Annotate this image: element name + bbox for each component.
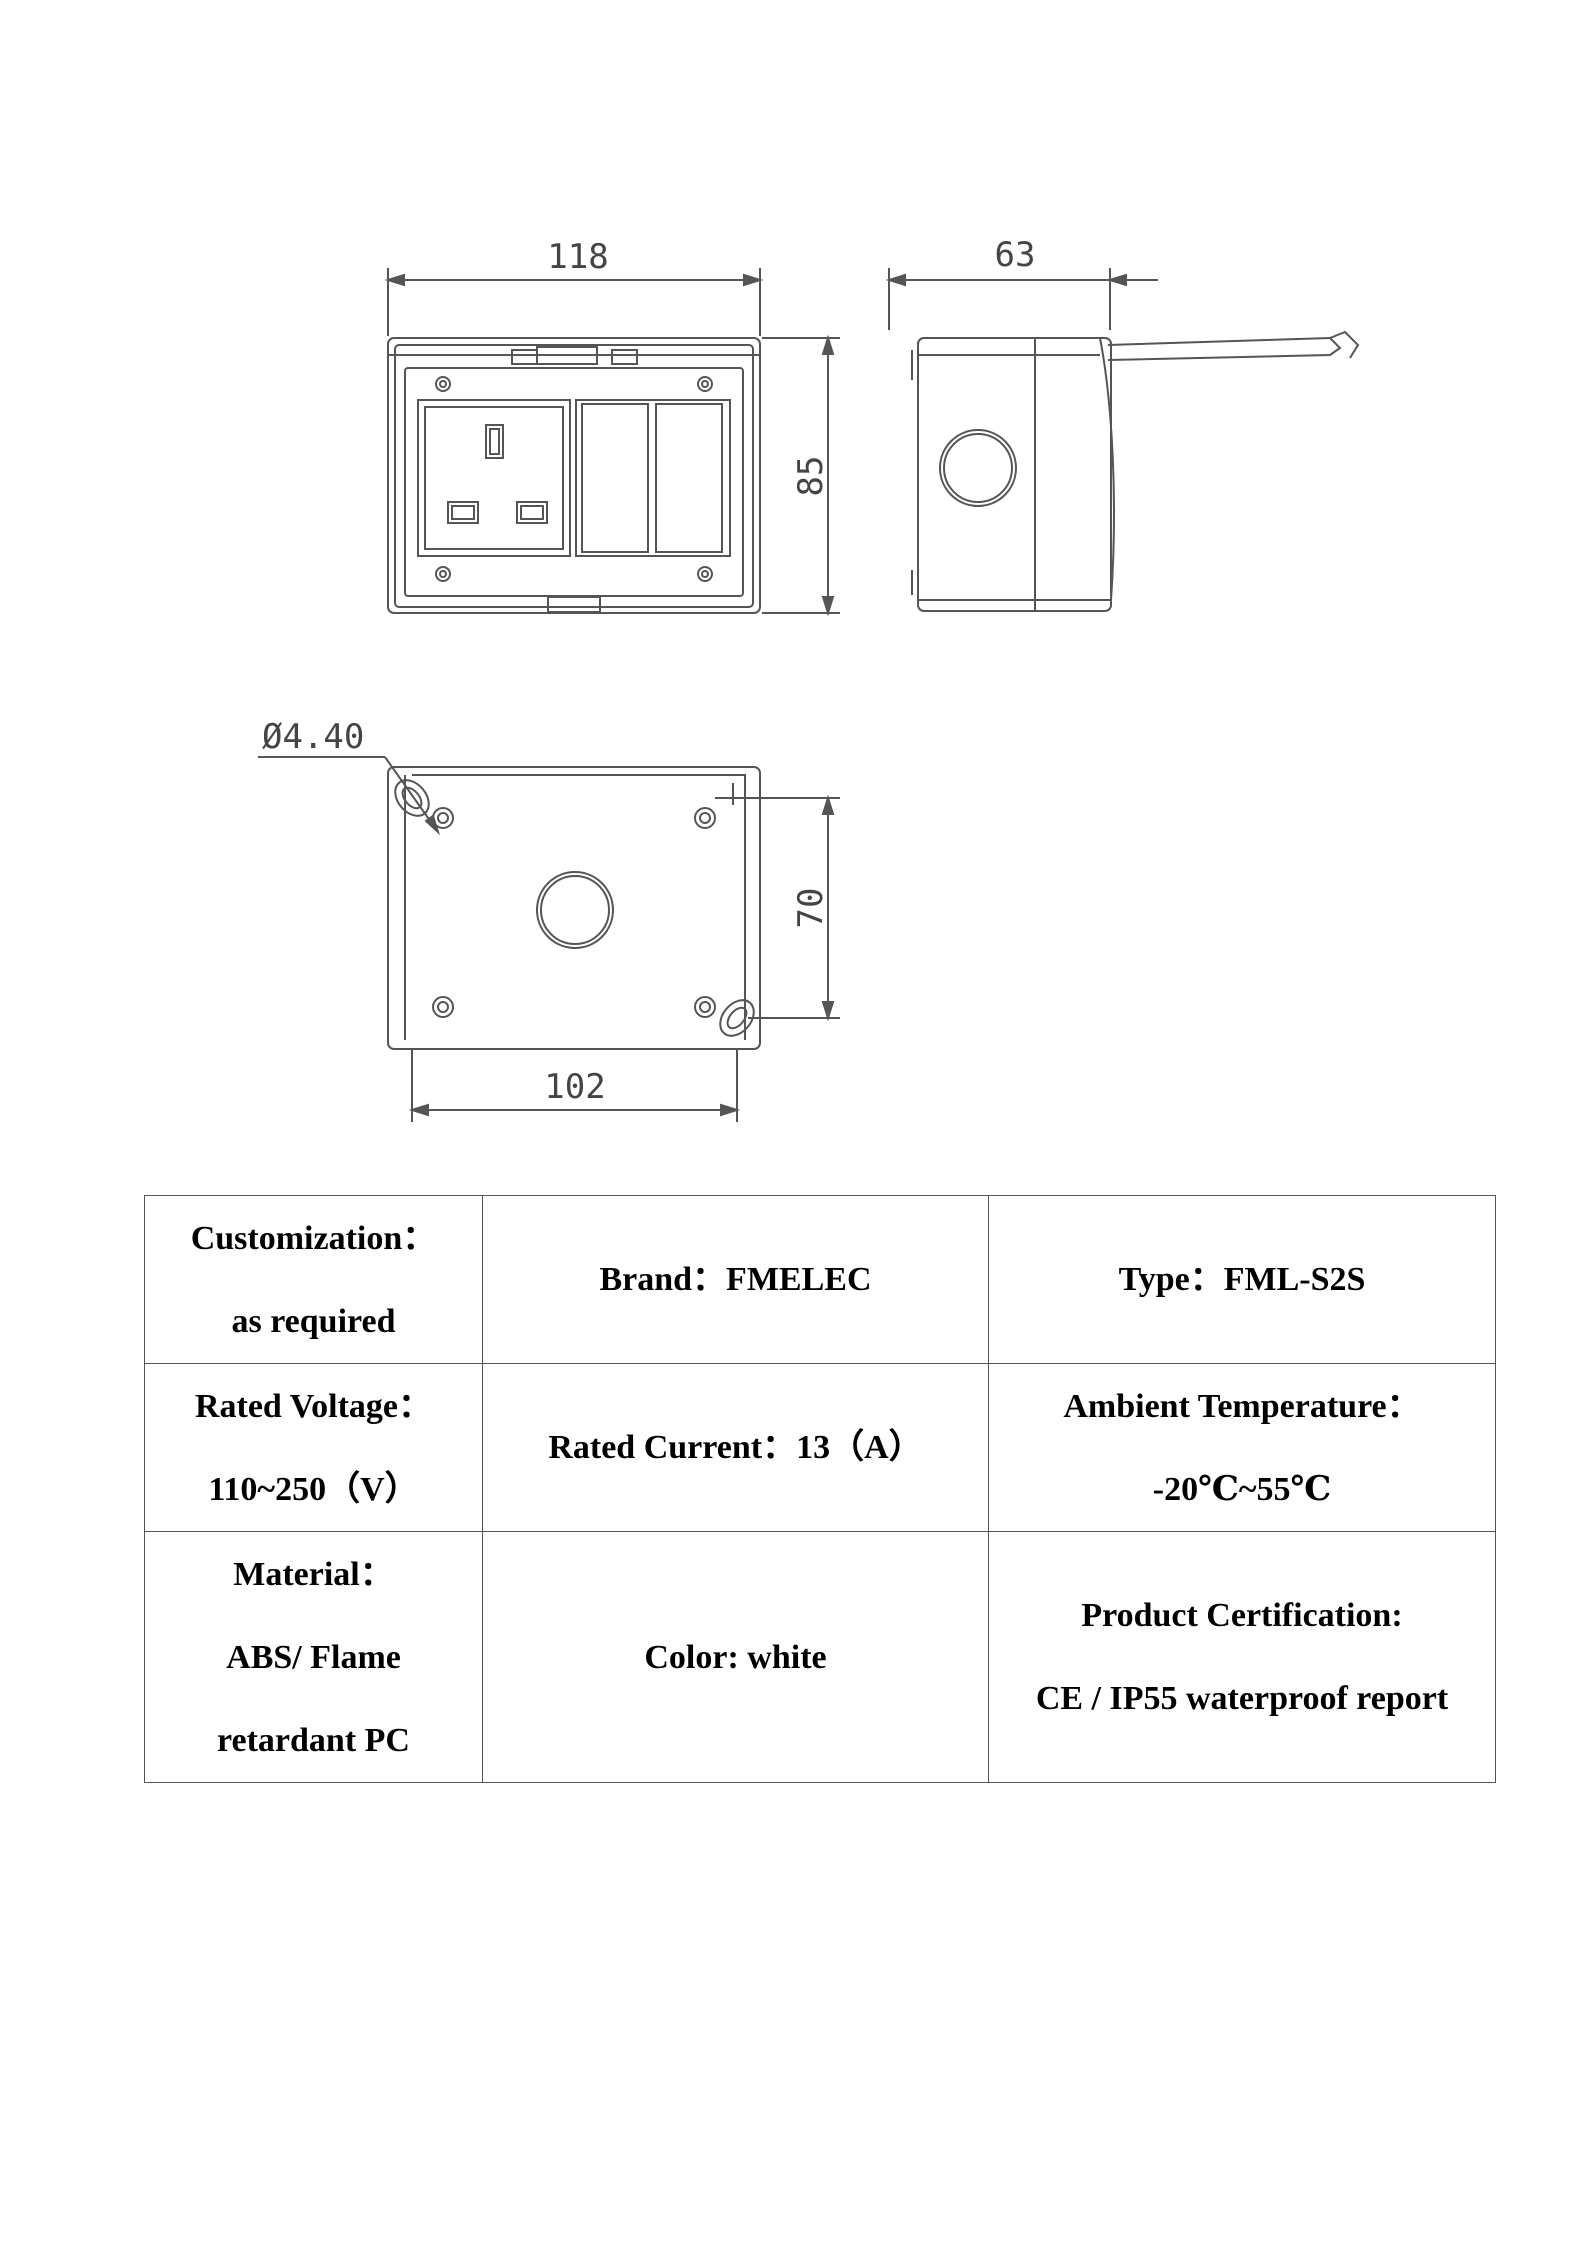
spec-cell-material: Material： ABS/ Flame retardant PC bbox=[144, 1531, 483, 1783]
spec-cell-rated-current: Rated Current：13（A） bbox=[482, 1363, 989, 1532]
spec-row: Material： ABS/ Flame retardant PC Color:… bbox=[144, 1531, 1496, 1783]
spec-cell-customization: Customization： as required bbox=[144, 1195, 483, 1364]
dim-label-width: 118 bbox=[547, 237, 608, 277]
back-view bbox=[258, 756, 840, 1122]
technical-drawing: 118 63 85 Ø4.40 70 102 bbox=[258, 235, 1360, 1122]
front-view bbox=[384, 268, 840, 617]
dim-label-vertical-spacing: 70 bbox=[791, 888, 831, 929]
switch-rockers bbox=[575, 399, 731, 557]
socket-outlet bbox=[417, 399, 571, 557]
spec-cell-product-certification: Product Certification: CE / IP55 waterpr… bbox=[988, 1531, 1496, 1783]
spec-cell-color: Color: white bbox=[482, 1531, 989, 1783]
spec-cell-type: Type：FML-S2S bbox=[988, 1195, 1496, 1364]
spec-table: Customization： as required Brand：FMELEC … bbox=[144, 1195, 1496, 1783]
spec-cell-brand: Brand：FMELEC bbox=[482, 1195, 989, 1364]
spec-cell-ambient-temperature: Ambient Temperature： -20℃~55℃ bbox=[988, 1363, 1496, 1532]
dim-label-hole-diameter: Ø4.40 bbox=[262, 717, 364, 757]
mounting-slot-top-left bbox=[394, 779, 430, 817]
spec-cell-rated-voltage: Rated Voltage： 110~250（V） bbox=[144, 1363, 483, 1532]
spec-row: Customization： as required Brand：FMELEC … bbox=[144, 1195, 1496, 1364]
dim-label-height: 85 bbox=[791, 456, 831, 497]
dim-label-horizontal-spacing: 102 bbox=[544, 1067, 605, 1107]
mounting-slot-bottom-right bbox=[719, 999, 755, 1037]
spec-row: Rated Voltage： 110~250（V） Rated Current：… bbox=[144, 1363, 1496, 1532]
dim-label-depth: 63 bbox=[995, 235, 1036, 275]
side-view bbox=[885, 268, 1360, 612]
